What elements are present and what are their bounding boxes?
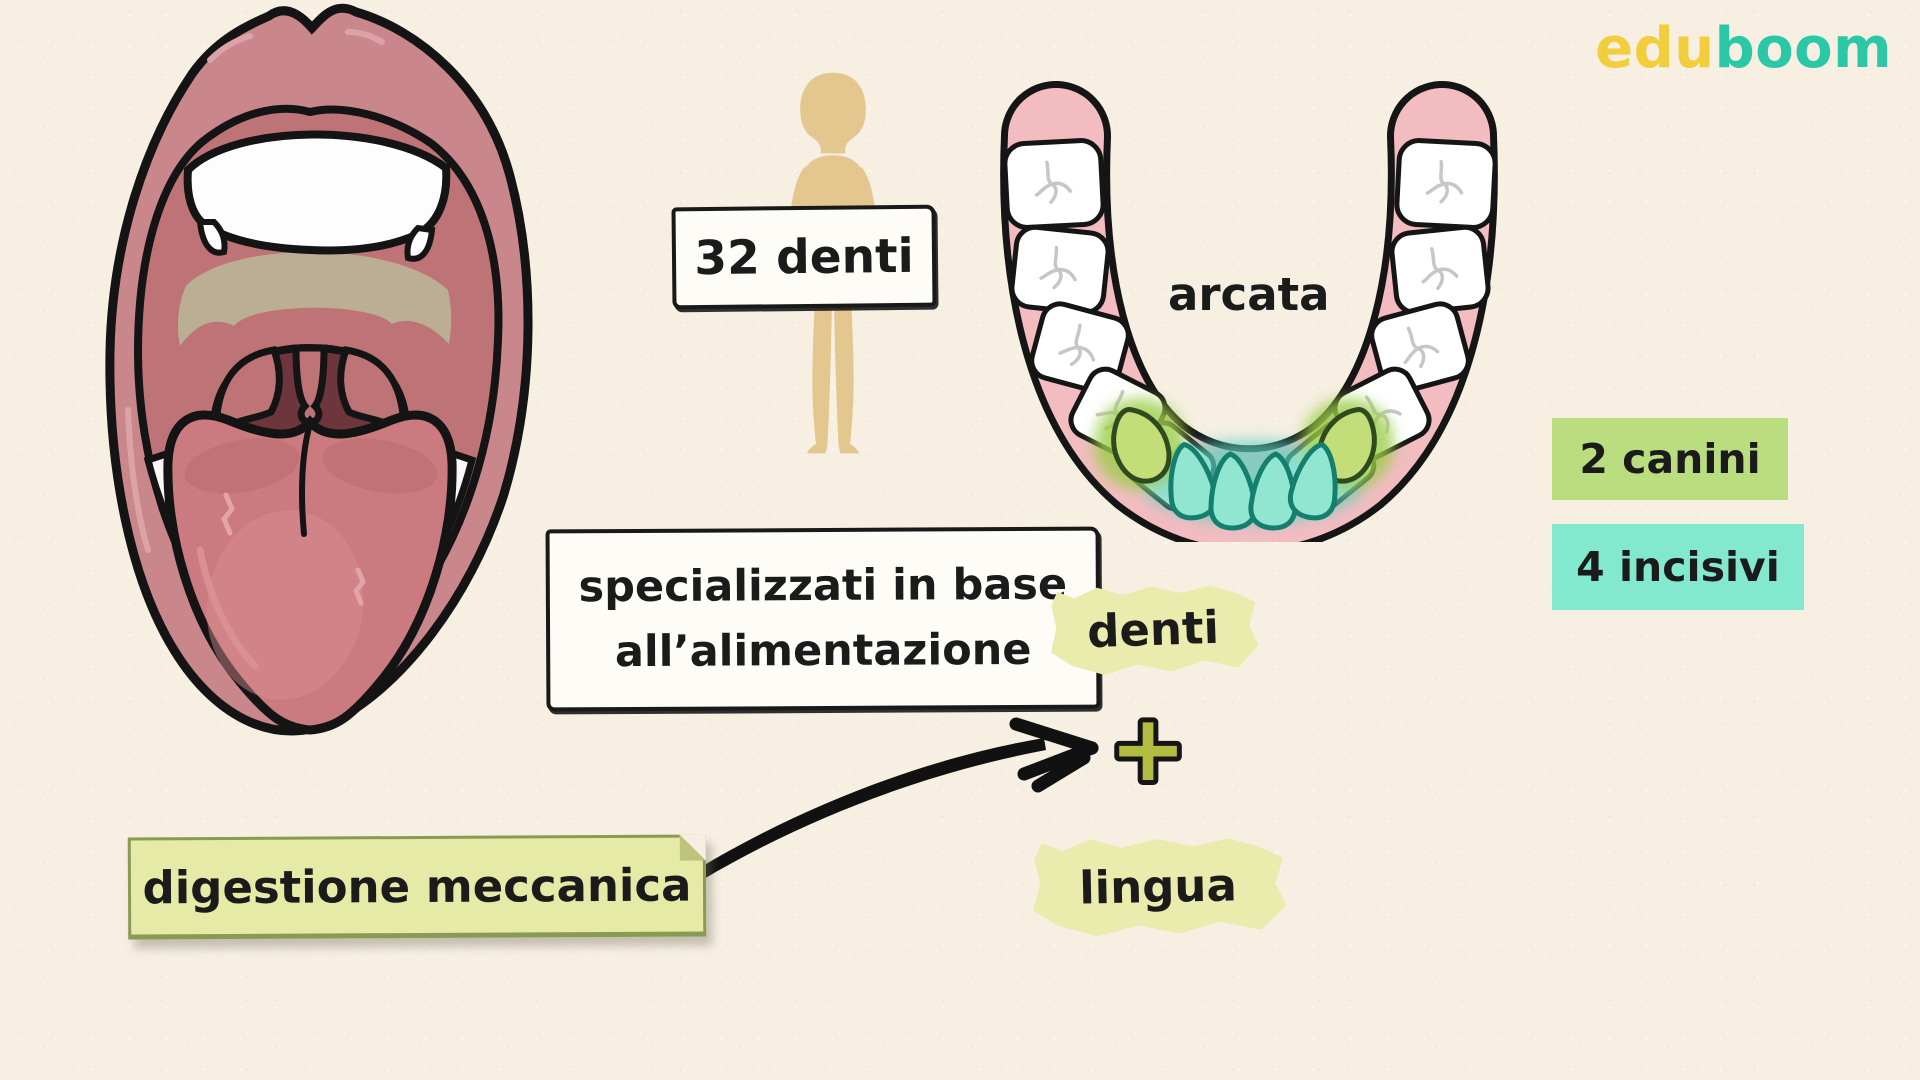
- teeth-count-box: 32 denti: [671, 204, 937, 310]
- digestione-note: digestione meccanica: [127, 834, 707, 940]
- lower-dental-arch-illustration: [1000, 81, 1498, 542]
- curved-arrow-icon: [696, 717, 1099, 880]
- plus-glyph: +: [1109, 700, 1186, 800]
- eduboom-logo: eduboom: [1595, 16, 1892, 81]
- specialized-line1: specializzati in base: [578, 559, 1068, 612]
- specialized-box: specializzati in base all’alimentazione: [545, 526, 1101, 712]
- note-corner-fold: [679, 834, 706, 861]
- incisor-teeth: [1168, 442, 1338, 531]
- specialized-line2: all’alimentazione: [614, 624, 1032, 678]
- logo-boom-text: boom: [1714, 16, 1892, 81]
- denti-label: denti: [1086, 600, 1220, 658]
- plus-icon: +: [1104, 700, 1191, 800]
- canini-badge-label: 2 canini: [1579, 435, 1761, 483]
- incisivi-badge: 4 incisivi: [1552, 524, 1804, 610]
- incisivi-badge-label: 4 incisivi: [1576, 543, 1780, 591]
- teeth-count-label: 32 denti: [694, 228, 914, 286]
- digestione-label: digestione meccanica: [142, 858, 692, 914]
- logo-edu-text: edu: [1595, 16, 1715, 81]
- open-mouth-illustration: [105, 3, 533, 736]
- arch-label: arcata: [1168, 268, 1330, 321]
- canini-badge: 2 canini: [1552, 418, 1788, 500]
